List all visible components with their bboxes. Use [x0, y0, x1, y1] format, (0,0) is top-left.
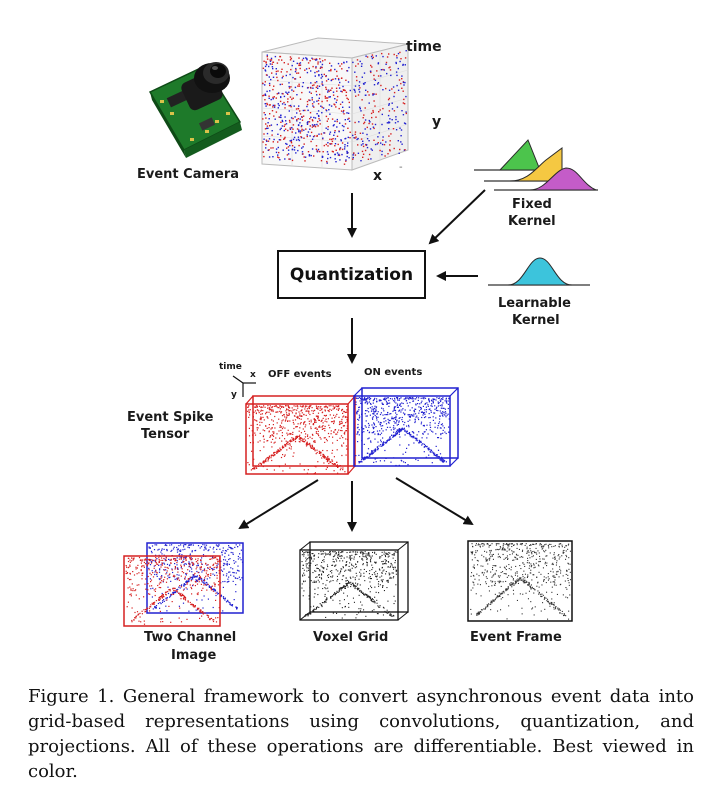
small-axis-y-label: y — [231, 390, 237, 400]
small-axis-indicator — [232, 375, 256, 397]
off-events-tensor — [245, 395, 356, 475]
arrow-fixed-kernel — [428, 189, 486, 245]
cloud-tick: - — [399, 162, 403, 173]
voxel-grid-label: Voxel Grid — [313, 630, 389, 645]
learnable-kernel-label-2: Kernel — [512, 313, 560, 328]
arrow-to-event-frame — [395, 477, 474, 526]
two-channel-label-1: Two Channel — [144, 630, 237, 645]
event-camera-label: Event Camera — [137, 167, 240, 182]
event-frame-label: Event Frame — [470, 630, 562, 645]
on-events-tensor — [353, 387, 459, 467]
fixed-kernel-label-2: Kernel — [508, 214, 556, 229]
arrow-to-two-channel — [238, 479, 319, 530]
learnable-kernel-icon — [488, 257, 590, 286]
quantization-label: Quantization — [289, 264, 414, 285]
event-camera-icon — [148, 62, 242, 158]
event-point-cloud — [261, 37, 409, 171]
framework-diagram: - — [123, 37, 598, 627]
two-channel-image — [123, 542, 244, 627]
on-events-label: ON events — [364, 367, 423, 378]
voxel-grid-image — [299, 541, 409, 621]
axis-time-label: time — [406, 39, 442, 55]
small-axis-x-label: x — [250, 370, 256, 380]
event-spike-tensor-label-1: Event Spike — [127, 410, 214, 425]
axis-y-label: y — [432, 114, 442, 130]
small-axis-time-label: time — [219, 362, 242, 372]
two-channel-label-2: Image — [171, 648, 217, 663]
learnable-kernel-label-1: Learnable — [498, 296, 571, 311]
fixed-kernel-icon — [474, 139, 598, 191]
off-events-label: OFF events — [268, 369, 332, 380]
event-frame-image — [467, 540, 573, 622]
axis-x-label: x — [373, 168, 383, 184]
figure-caption: Figure 1. General framework to convert a… — [28, 686, 694, 782]
quantization-box: Quantization — [277, 250, 426, 299]
event-spike-tensor-label-2: Tensor — [141, 427, 190, 442]
fixed-kernel-label-1: Fixed — [512, 197, 552, 212]
